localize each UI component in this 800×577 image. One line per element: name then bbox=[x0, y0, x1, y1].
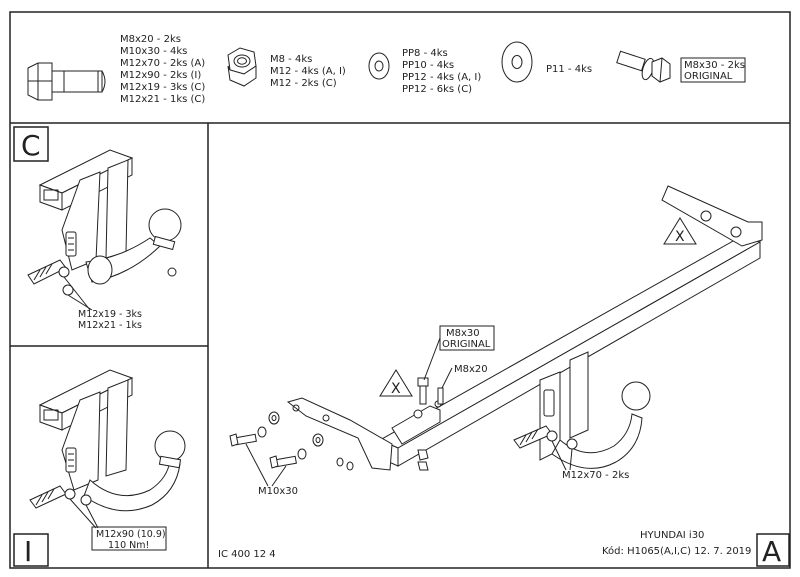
hex-bolt-icon bbox=[27, 62, 106, 101]
panel-a-letter-box bbox=[756, 533, 790, 567]
panel-i-callout-2: 110 Nm! bbox=[108, 540, 149, 551]
bolts-list-line-2: M10x30 - 4ks bbox=[120, 46, 187, 57]
tow-ball-icon bbox=[148, 208, 182, 251]
loose-fasteners bbox=[229, 377, 444, 471]
panel-a: A bbox=[229, 185, 790, 568]
panel-i: I M12x90 (10.9) 110 Nm! bbox=[13, 369, 186, 568]
panel-c-callout-2: M12x21 - 1ks bbox=[78, 320, 142, 331]
nuts-list: M8 - 4ks M12 - 4ks (A, I) M12 - 2ks (C) bbox=[270, 54, 349, 89]
original-bolt-box bbox=[680, 57, 746, 83]
large-washer-icon bbox=[501, 41, 533, 83]
nuts-list-line-1: M8 - 4ks bbox=[270, 54, 312, 65]
warning-triangle-icon: X bbox=[663, 217, 697, 245]
nuts-list-line-3: M12 - 2ks (C) bbox=[270, 78, 337, 89]
original-bolt-line-1: M8x30 - 2ks bbox=[684, 60, 745, 71]
warning-symbol-right: X bbox=[675, 229, 685, 245]
original-bolt-line-2: ORIGINAL bbox=[684, 71, 733, 82]
code-and-date: Kód: H1065(A,I,C) 12. 7. 2019 bbox=[602, 545, 751, 557]
warning-triangle-icon: X bbox=[379, 369, 413, 397]
panel-c-callouts: M12x19 - 3ks M12x21 - 1ks bbox=[78, 309, 145, 331]
panel-c-letter: C bbox=[21, 129, 41, 162]
washers-list: PP8 - 4ks PP10 - 4ks PP12 - 4ks (A, I) P… bbox=[402, 48, 484, 95]
drawing-number: IC 400 12 4 bbox=[218, 549, 276, 560]
washer-icon bbox=[368, 52, 390, 80]
m10x30-label: M10x30 bbox=[258, 486, 298, 497]
bolts-list-line-1: M8x20 - 2ks bbox=[120, 34, 181, 45]
panel-i-letter-box bbox=[13, 533, 49, 567]
nuts-list-line-2: M12 - 4ks (A, I) bbox=[270, 66, 346, 77]
bolts-list-line-5: M12x19 - 3ks (C) bbox=[120, 82, 205, 93]
panel-c-letter-box bbox=[13, 126, 49, 162]
flange-bolt-icon bbox=[616, 50, 671, 83]
panel-i-callouts: M12x90 (10.9) 110 Nm! bbox=[96, 529, 169, 551]
panel-i-letter: I bbox=[24, 535, 32, 568]
bolts-list: M8x20 - 2ks M10x30 - 4ks M12x70 - 2ks (A… bbox=[120, 34, 208, 105]
panel-c-callout-1: M12x19 - 3ks bbox=[78, 309, 142, 320]
large-washer-label: P11 - 4ks bbox=[546, 64, 592, 75]
bolts-list-line-6: M12x21 - 1ks (C) bbox=[120, 94, 205, 105]
panel-i-callout-1: M12x90 (10.9) bbox=[96, 529, 166, 540]
hex-nut-icon bbox=[227, 47, 257, 87]
drawing-frame bbox=[9, 11, 791, 569]
m8x20-label: M8x20 bbox=[454, 364, 488, 375]
original-callout-line-1: M8x30 bbox=[446, 328, 480, 339]
original-bolt-list: M8x30 - 2ks ORIGINAL bbox=[684, 60, 748, 82]
original-callout-line-2: ORIGINAL bbox=[442, 339, 491, 350]
panel-c: C M12x19 - 3ks M12x21 - 1ks bbox=[13, 126, 182, 331]
washers-list-line-4: PP12 - 6ks (C) bbox=[402, 84, 472, 95]
original-callout: M8x30 ORIGINAL bbox=[442, 328, 491, 350]
m12x70-label: M12x70 - 2ks bbox=[562, 470, 629, 481]
washers-list-line-2: PP10 - 4ks bbox=[402, 60, 454, 71]
bolts-list-line-3: M12x70 - 2ks (A) bbox=[120, 58, 205, 69]
parts-list-header: M8x20 - 2ks M10x30 - 4ks M12x70 - 2ks (A… bbox=[27, 34, 748, 105]
washers-list-line-1: PP8 - 4ks bbox=[402, 48, 448, 59]
warning-symbol-left: X bbox=[391, 381, 401, 397]
bolts-list-line-4: M12x90 - 2ks (I) bbox=[120, 70, 201, 81]
panel-a-letter: A bbox=[762, 535, 781, 568]
vehicle-name: HYUNDAI i30 bbox=[640, 530, 704, 541]
panel-i-callout-box bbox=[91, 526, 167, 551]
washers-list-line-3: PP12 - 4ks (A, I) bbox=[402, 72, 481, 83]
tow-ball-icon bbox=[621, 381, 651, 411]
